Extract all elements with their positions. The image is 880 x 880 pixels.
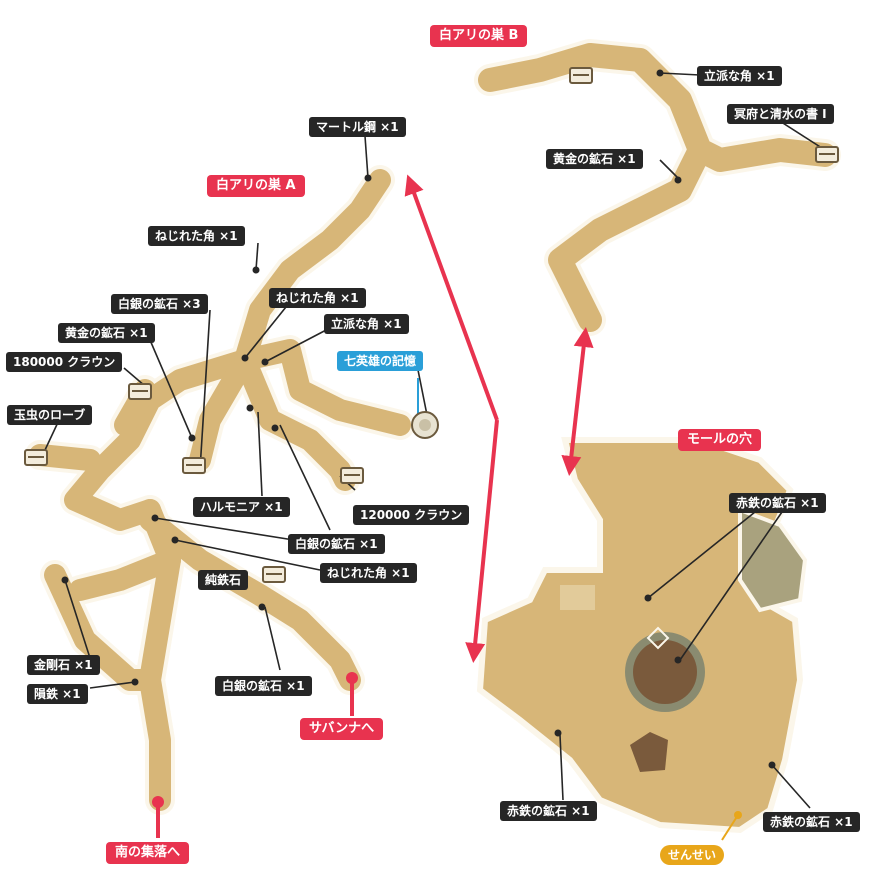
area-label-nest-b: 白アリの巣 B <box>430 25 528 47</box>
exit-label-south-village[interactable]: 南の集落へ <box>106 842 190 864</box>
treasure-chest-icon[interactable] <box>128 383 152 400</box>
item-label-red-iron-3: 赤鉄の鉱石 ×1 <box>763 812 860 832</box>
item-label-tamamushi-robe: 玉虫のローブ <box>7 405 93 425</box>
treasure-chest-icon[interactable] <box>340 467 364 484</box>
item-label-twisted-horn-1: ねじれた角 ×1 <box>148 226 245 246</box>
treasure-chest-icon[interactable] <box>182 457 206 474</box>
treasure-chest-icon[interactable] <box>569 67 593 84</box>
item-label-silver-ore-a: 白銀の鉱石 ×1 <box>288 534 385 554</box>
item-label-diamond: 金剛石 ×1 <box>27 655 100 675</box>
item-label-twisted-horn-3: ねじれた角 ×1 <box>320 563 417 583</box>
item-label-fine-horn-b: 立派な角 ×1 <box>697 66 782 86</box>
nest-b-tunnels <box>474 39 841 336</box>
item-label-meteorite: 隕鉄 ×1 <box>27 684 88 704</box>
leader-lines <box>44 72 826 809</box>
exit-pins <box>152 672 358 838</box>
item-label-gold-ore-b: 黄金の鉱石 ×1 <box>546 149 643 169</box>
item-label-crowns-120000: 120000 クラウン <box>353 505 470 525</box>
item-label-harmonia: ハルモニア ×1 <box>193 497 290 517</box>
item-label-crowns-180000: 180000 クラウン <box>6 352 123 372</box>
item-label-fine-horn-a: 立派な角 ×1 <box>324 314 409 334</box>
treasure-chest-icon[interactable] <box>24 449 48 466</box>
item-label-silver-ore-b: 白銀の鉱石 ×1 <box>215 676 312 696</box>
nest-a-tunnels <box>25 165 415 815</box>
area-label-mole-hole: モールの穴 <box>678 429 762 451</box>
item-label-twisted-horn-2: ねじれた角 ×1 <box>269 288 366 308</box>
memory-orb-icon <box>411 411 439 439</box>
pickup-dots <box>61 69 776 769</box>
item-label-red-iron-1: 赤鉄の鉱石 ×1 <box>729 493 826 513</box>
npc-label-teacher: せんせい <box>660 845 725 865</box>
connector-arrows <box>404 174 594 663</box>
treasure-chest-icon[interactable] <box>815 146 839 163</box>
area-label-nest-a: 白アリの巣 A <box>207 175 305 197</box>
item-label-martle-steel: マートル鋼 ×1 <box>309 117 406 137</box>
save-crystal-icon <box>646 626 670 650</box>
memory-label: 七英雄の記憶 <box>337 351 424 371</box>
item-label-red-iron-2: 赤鉄の鉱石 ×1 <box>500 801 597 821</box>
npc-leader <box>721 811 742 841</box>
item-label-silver-ore-3: 白銀の鉱石 ×3 <box>111 294 208 314</box>
exit-label-savanna[interactable]: サバンナへ <box>300 718 384 740</box>
treasure-chest-icon[interactable] <box>262 566 286 583</box>
item-label-gold-ore-a: 黄金の鉱石 ×1 <box>58 323 155 343</box>
item-label-pure-iron: 純鉄石 <box>198 570 249 590</box>
item-label-underworld-book: 冥府と清水の書 I <box>727 104 834 124</box>
